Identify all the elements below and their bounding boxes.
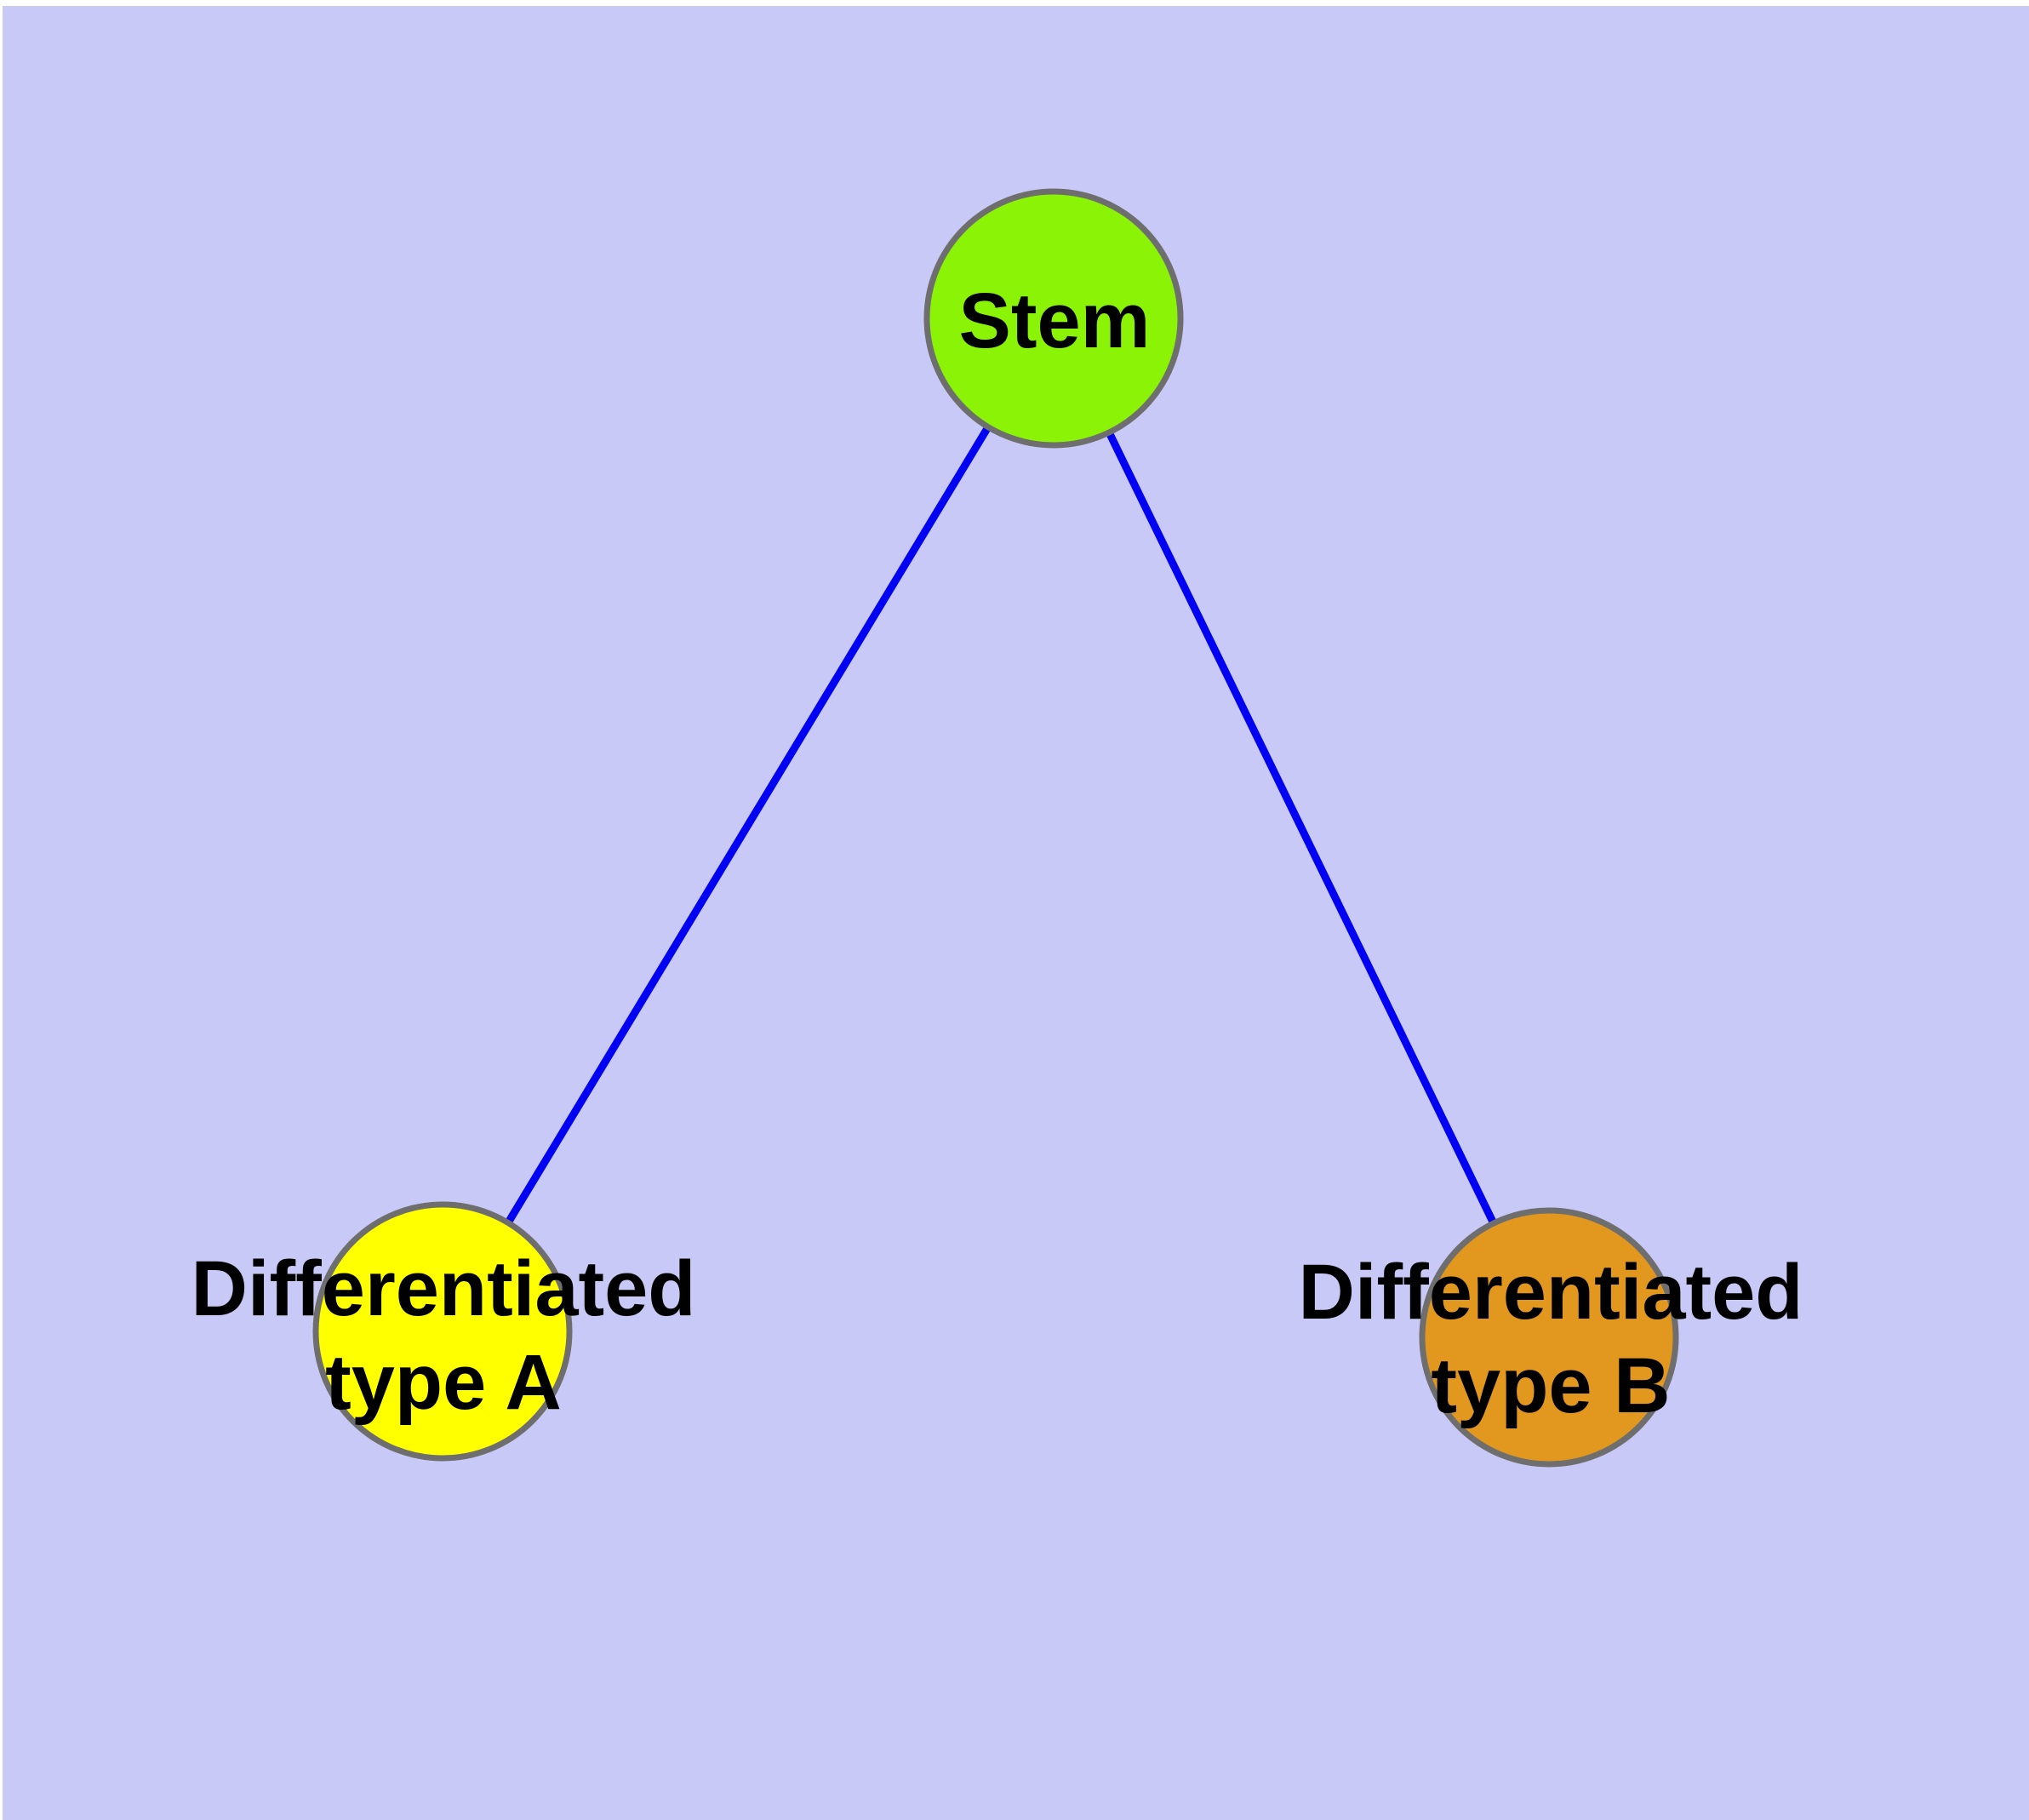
node-type-a-circle (312, 1201, 573, 1462)
node-type-b-circle (1419, 1207, 1679, 1468)
edge-stem-to-type-b (1049, 317, 1553, 1339)
edge-stem-to-type-a (439, 316, 1057, 1334)
node-stem-circle (923, 188, 1184, 449)
